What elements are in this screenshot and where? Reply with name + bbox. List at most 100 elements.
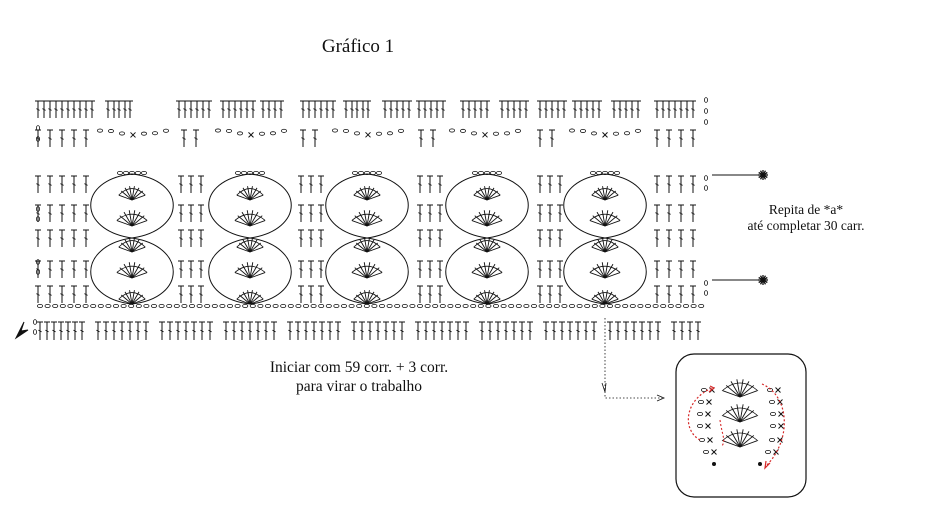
shell-fan [234,210,266,227]
shell-fan [236,290,264,305]
double-crochet-symbol [671,321,677,340]
fan-arc [236,188,264,196]
fan-stitch [249,272,266,279]
stitch-bar [66,329,70,333]
chain-symbol [703,449,710,454]
chain-symbol [602,170,609,175]
fan-stitch [739,390,758,398]
stitch-bar [696,329,700,333]
stitch-bar [691,183,695,186]
fan-stitch [475,190,488,201]
double-crochet-symbol [427,175,433,193]
shell-fan [591,238,619,253]
fan-arc [351,213,383,221]
fan-stitch [118,246,133,253]
double-crochet-symbol [400,100,406,118]
double-crochet-symbol [417,260,423,278]
double-crochet-symbol [427,204,433,222]
shell-outline-upper [325,173,409,239]
fan-stitch [366,262,371,279]
fan-arc [353,292,381,300]
chain-symbol [448,128,455,133]
stitch-bar [576,329,580,333]
stitch-bar [440,329,444,333]
leader-arrow-1 [601,382,607,393]
stitch-bar [48,108,52,111]
fan-stitch [246,210,251,227]
chain-symbol [97,128,104,133]
shell-fan [234,262,266,279]
fan-stitch [739,379,744,398]
stitch-bar [667,183,671,186]
chain-symbol [287,303,294,308]
double-crochet-symbol [394,100,400,118]
fan-stitch [473,298,488,305]
stitch-bar [73,329,77,333]
stitch-bar [679,268,683,271]
double-crochet-symbol [287,321,293,340]
fan-stitch [739,429,744,448]
fan-stitch [358,263,368,279]
fan-stitch [249,246,264,253]
chain-symbol [704,175,709,181]
double-crochet-symbol [427,285,433,303]
chain-symbol [188,303,195,308]
chain-symbol [240,170,247,175]
shell-outline-lower [563,237,647,305]
chain-symbol [150,303,157,308]
chain-symbol [36,136,41,142]
shell-motif-icon [563,170,647,305]
stitch-bar [400,329,404,333]
direction-arrow-left [687,387,713,441]
shell-outline-upper [208,173,292,239]
double-crochet-symbol [298,285,304,303]
chain-symbol [44,303,51,308]
stitch-bar [655,108,659,111]
fan-arc [118,240,146,248]
stitch-bar [36,268,40,271]
cross-b [248,131,254,138]
double-crochet-symbol [59,229,65,247]
double-crochet-symbol [555,100,561,118]
stitch-bar [319,268,323,271]
stitch-bar [667,137,671,140]
double-crochet-symbol [83,229,89,247]
stitch-bar [512,108,516,111]
stitch-bar [691,137,695,140]
chain-symbol [162,128,169,133]
repeat-star-icon [758,275,768,285]
repeat-note-line-1: Repita de *a* [768,202,844,217]
shell-fan [473,290,501,305]
double-crochet-symbol [447,321,453,340]
chain-symbol [607,303,614,308]
double-crochet-symbol [207,321,213,340]
stitch-bar [488,329,492,333]
double-crochet-symbol [478,100,484,118]
double-crochet-symbol [278,100,284,118]
fan-stitch [478,263,488,279]
stitch-bar [679,293,683,296]
stitch-bar [60,268,64,271]
fan-stitch [604,294,617,305]
fan-stitch [473,194,488,201]
stitch-bar [344,108,348,111]
stitch-bar [418,183,422,186]
chain-symbol [113,303,120,308]
fan-stitch [351,220,368,227]
double-crochet-symbol [188,285,194,303]
double-crochet-symbol [437,175,443,193]
double-crochet-symbol [479,321,485,340]
middle-dc-row-4 [35,260,696,278]
double-crochet-symbol [89,100,95,118]
double-crochet-symbol [690,285,696,303]
stitch-bar [261,108,265,111]
inset-dot [758,462,762,466]
chain-symbol [108,129,115,134]
chain-symbol [269,131,276,136]
middle-dc-row-5 [35,285,696,303]
stitch-bar [192,329,196,333]
chain-symbol [357,170,364,175]
double-crochet-symbol [83,100,89,118]
fan-stitch [739,435,755,448]
double-crochet-symbol [188,100,194,118]
